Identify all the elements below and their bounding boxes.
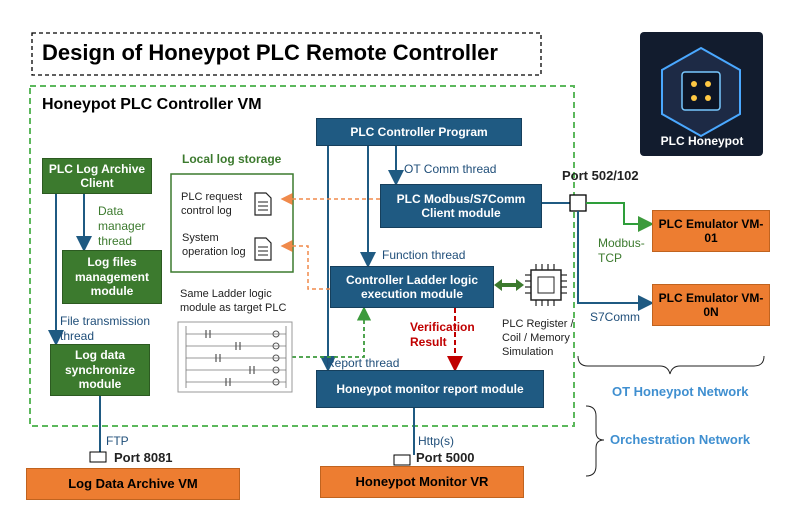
- same-ladder-label: Same Ladder logic module as target PLC: [180, 288, 287, 314]
- modbus-client-box: PLC Modbus/S7Comm Client module: [380, 184, 542, 228]
- operation-log-label: System operation log: [182, 232, 246, 258]
- ot-network-label: OT Honeypot Network: [612, 384, 749, 399]
- register-label: PLC Register / Coil / Memory Simulation: [502, 318, 574, 358]
- port-8081-label: Port 8081: [114, 450, 173, 465]
- function-thread-label: Function thread: [382, 248, 466, 262]
- report-thread-label: Report thread: [326, 356, 400, 370]
- request-log-label: PLC request control log: [181, 191, 243, 217]
- logo-label: PLC Honeypot: [660, 134, 744, 148]
- modbus-tcp-label: Modbus-TCP: [598, 236, 645, 265]
- monitor-vm-box: Honeypot Monitor VR: [320, 466, 524, 498]
- https-label: Http(s): [418, 434, 454, 448]
- controller-program-box: PLC Controller Program: [316, 118, 522, 146]
- s7comm-label: S7Comm: [590, 310, 641, 324]
- local-storage-title: Local log storage: [182, 152, 282, 166]
- ladder-diagram-icon: [177, 321, 293, 393]
- plc-honeypot-logo-icon: [640, 32, 763, 156]
- port-502-label: Port 502/102: [562, 168, 639, 183]
- data-manager-label: Data manager thread: [98, 204, 146, 248]
- log-files-box: Log files management module: [62, 250, 162, 304]
- ftp-label: FTP: [106, 434, 129, 448]
- emulator-01-box: PLC Emulator VM-01: [652, 210, 770, 252]
- page-title: Design of Honeypot PLC Remote Controller: [42, 40, 498, 65]
- orchestration-network-label: Orchestration Network: [610, 432, 751, 447]
- archive-client-box: PLC Log Archive Client: [42, 158, 152, 194]
- log-sync-box: Log data synchronize module: [50, 344, 150, 396]
- vm-title: Honeypot PLC Controller VM: [42, 96, 262, 113]
- verification-label: Verification Result: [410, 320, 475, 349]
- file-transmission-label: File transmission thread: [60, 314, 151, 343]
- ladder-module-box: Controller Ladder logic execution module: [330, 266, 494, 308]
- port-5000-label: Port 5000: [416, 450, 475, 465]
- archive-vm-box: Log Data Archive VM: [26, 468, 240, 500]
- ot-comm-label: OT Comm thread: [404, 162, 497, 176]
- monitor-report-box: Honeypot monitor report module: [316, 370, 544, 408]
- emulator-0n-box: PLC Emulator VM-0N: [652, 284, 770, 326]
- chip-icon: [525, 264, 567, 306]
